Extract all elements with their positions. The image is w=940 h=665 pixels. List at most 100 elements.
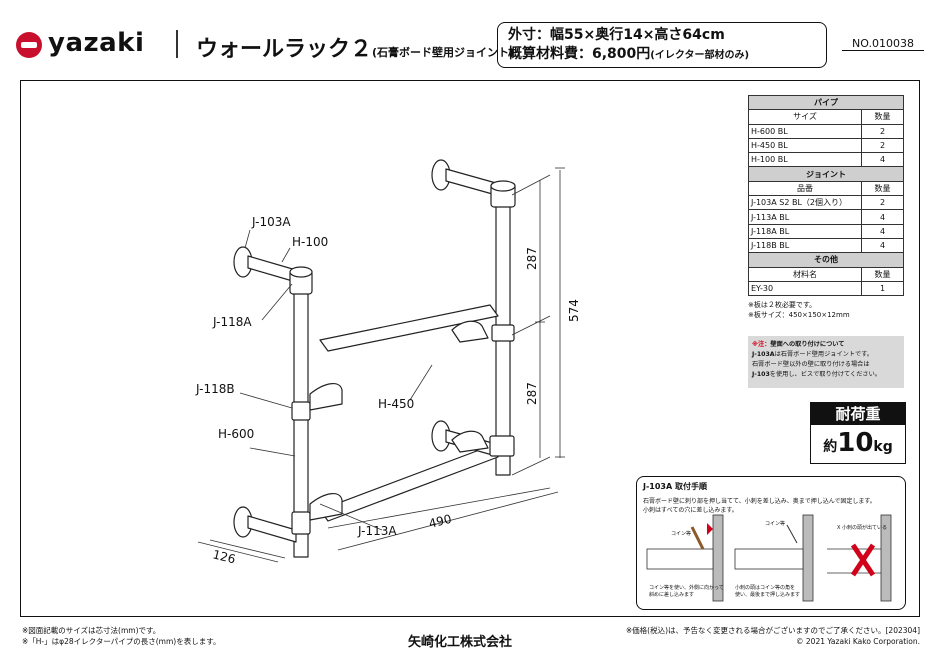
install-desc-2: 小刺はすべての穴に差し込みます。: [643, 507, 738, 514]
load-prefix: 約: [823, 439, 838, 455]
cell-name: EY-30: [748, 280, 862, 297]
cell-qty: 1: [861, 280, 904, 297]
label-h450: H-450: [378, 397, 414, 411]
dim-top-287: 287: [525, 247, 539, 270]
load-capacity-badge: 耐荷重 約10kg: [810, 402, 906, 464]
drawing-frame: [20, 80, 920, 617]
caption-step2-b: 使い、最後まで押し込みます: [735, 591, 800, 598]
load-label: 耐荷重: [811, 403, 905, 425]
col-qty: 数量: [861, 266, 904, 282]
cell-name: J-118A BL: [748, 223, 862, 239]
pipe-h100-1: [247, 255, 297, 283]
cell-name: H-600 BL: [748, 123, 862, 139]
caution-label: ※注：: [752, 341, 771, 348]
install-description: 石膏ボード壁に刺り部を押し当てて、小刺を差し込み、奥まで押し込んで固定します。 …: [643, 497, 876, 515]
wall-section-3: [880, 514, 892, 602]
caution-line-4: J-103を使用し、ビスで取り付けてください。: [752, 370, 900, 380]
footer-note-1: ※図面記載のサイズは芯寸法(mm)です。: [22, 626, 161, 635]
wrong-mark-icon: [850, 543, 876, 577]
footer-notes: ※図面記載のサイズは芯寸法(mm)です。 ※「H-」はφ28イレクターパイプの長…: [22, 625, 220, 647]
spec-price-line: 概算材料費：6,800円(イレクター部材のみ): [508, 45, 816, 65]
cell-qty: 4: [861, 237, 904, 254]
joint-j113a-2: [451, 320, 489, 343]
section-joint: ジョイント: [748, 166, 904, 182]
arrow-icon: [707, 523, 713, 535]
cell-name: H-450 BL: [748, 137, 862, 154]
coin-1-icon: [690, 526, 705, 550]
note-board-size: ※板サイズ：450×150×12mm: [748, 311, 850, 319]
section-other: その他: [748, 252, 904, 268]
caution-text-2: は石膏ボード壁用ジョイントです。: [774, 351, 873, 358]
install-steps-illustration: コイン等 コイン等 X 小刺の頭が出ている コイン等を使い、外側に向かって 斜め…: [646, 514, 892, 602]
tag-coin-2: コイン等: [765, 520, 785, 527]
spec-price: 概算材料費：6,800円: [508, 46, 651, 62]
install-title: J-103A 取付手順: [643, 482, 707, 491]
col-size: サイズ: [748, 109, 862, 125]
cell-name: J-113A BL: [748, 209, 862, 225]
caution-line-2: J-103Aは石膏ボード壁用ジョイントです。: [752, 350, 900, 360]
caution-text-4: を使用し、ビスで取り付けてください。: [769, 371, 881, 378]
tag-coin-1: コイン等: [671, 530, 691, 537]
dim-depth-126: 126: [211, 547, 237, 566]
footer-right: ※価格(税込)は、予告なく変更される場合がございますのでご了承ください。[202…: [560, 625, 920, 647]
cell-qty: 2: [861, 123, 904, 139]
section-pipe: パイプ: [748, 94, 904, 111]
step2-pipe: [734, 548, 804, 570]
spec-price-note: (イレクター部材のみ): [650, 50, 750, 61]
pipe-h100-3: [445, 168, 497, 196]
load-value: 10: [837, 428, 874, 458]
joint-j118a-1-top: [289, 266, 313, 278]
pipe-h100-2: [247, 515, 297, 543]
price-disclaimer: ※価格(税込)は、予告なく変更される場合がございますのでご了承ください。[202…: [625, 626, 920, 635]
header-divider: [176, 30, 178, 58]
label-j113a: J-113A: [357, 524, 397, 538]
company-name: 矢崎化工株式会社: [408, 635, 513, 650]
cell-qty: 4: [861, 209, 904, 225]
dim-total-574: 574: [567, 299, 581, 322]
coin-2-icon: [786, 524, 798, 544]
brand-name: yazaki: [48, 28, 145, 58]
col-qty: 数量: [861, 109, 904, 125]
caution-part-1: J-103A: [752, 351, 775, 358]
cell-qty: 4: [861, 152, 904, 168]
col-material: 材料名: [748, 266, 862, 282]
footer-note-2: ※「H-」はφ28イレクターパイプの長さ(mm)を表します。: [22, 637, 221, 646]
wall-section-2: [802, 514, 814, 602]
label-j118b: J-118B: [195, 382, 235, 396]
copyright: © 2021 Yazaki Kako Corporation.: [796, 637, 920, 646]
title-main: ウォールラック２: [196, 37, 373, 62]
cell-name: J-103A S2 BL（2個入り）: [748, 195, 862, 211]
note-board-count: ※板は２枚必要です。: [748, 301, 817, 309]
joint-j113a-4: [451, 430, 489, 453]
joint-j118a-2-top: [490, 180, 516, 192]
label-h100: H-100: [292, 235, 328, 249]
pipe-h450-lower: [319, 445, 499, 522]
cell-name: J-118B BL: [748, 237, 862, 254]
parts-notes: ※板は２枚必要です。 ※板サイズ：450×150×12mm: [748, 300, 850, 320]
joint-j118b-4: [291, 511, 311, 535]
install-desc-1: 石膏ボード壁に刺り部を押し当てて、小刺を差し込み、奥まで押し込んで固定します。: [643, 498, 876, 505]
cell-qty: 2: [861, 137, 904, 154]
load-value-line: 約10kg: [811, 425, 905, 465]
caption-step1-a: コイン等を使い、外側に向かって: [649, 584, 724, 591]
step1-pipe: [646, 548, 714, 570]
label-j118a: J-118A: [212, 315, 252, 329]
caption-step2-a: 小刺の頭はコイン等の角を: [735, 584, 795, 591]
cell-qty: 4: [861, 223, 904, 239]
tag-head-out: X 小刺の頭が出ている: [837, 524, 887, 531]
title-sub: (石膏ボード壁用ジョイント): [372, 46, 515, 59]
label-j103a: J-103A: [251, 215, 291, 229]
label-h600: H-600: [218, 427, 254, 441]
caution-line-3: 石膏ボード壁以外の壁に取り付ける場合は: [752, 361, 870, 368]
brand-mark-icon: [16, 32, 42, 58]
table-row: J-103A S2 BL（2個入り）2: [748, 195, 904, 211]
caution-box: ※注：壁面への取り付けについて J-103Aは石膏ボード壁用ジョイントです。 石…: [748, 336, 904, 388]
product-number: NO.010038: [842, 37, 924, 51]
page-title: ウォールラック２(石膏ボード壁用ジョイント): [196, 31, 514, 63]
